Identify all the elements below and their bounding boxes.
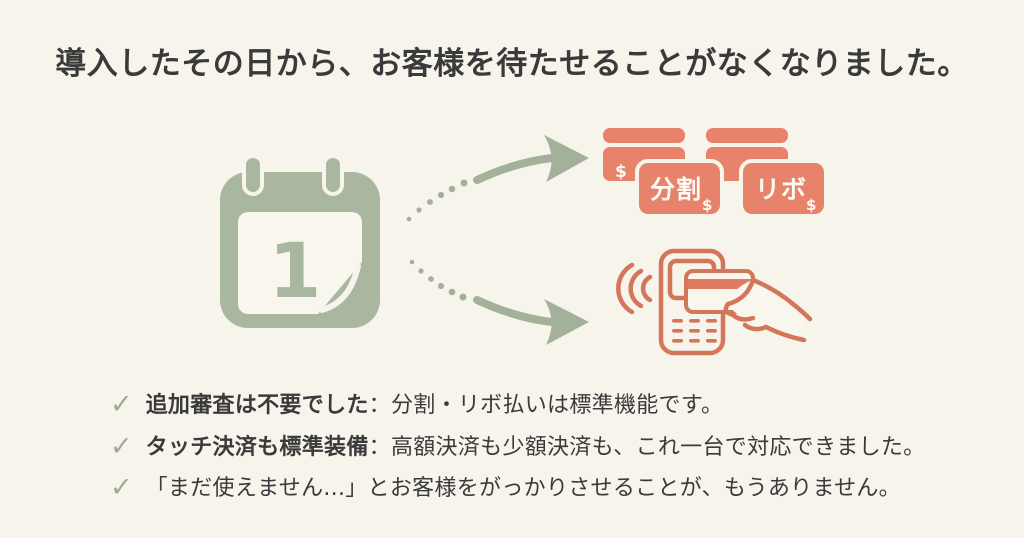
dollar-symbol: $	[806, 196, 816, 214]
page-curl	[319, 263, 361, 313]
terminal-keypad	[672, 319, 717, 343]
checklist-item-text: 「まだ使えません...」とお客様をがっかりさせることが、もうありません。	[146, 475, 901, 504]
calendar-ring-right	[322, 154, 344, 196]
revolving-label: リボ	[755, 175, 807, 204]
checklist-item-lead: タッチ決済も標準装備	[145, 435, 369, 460]
checklist-item-text: 追加審査は不要でした：分割・リボ払いは標準機能です。	[146, 392, 724, 421]
calendar-day-number: 1	[269, 226, 322, 315]
installment-label: 分割	[650, 175, 702, 204]
arrow-bottom-icon	[409, 259, 589, 345]
check-icon: ✓	[110, 389, 133, 420]
dollar-symbol: $	[702, 196, 712, 214]
front-card-revolving: リボ $	[739, 159, 828, 218]
checklist-item-text: タッチ決済も標準装備：高額決済も少額決済も、これ一台で対応できました。	[146, 434, 926, 463]
checklist-item-lead: 追加審査は不要でした	[145, 393, 369, 418]
front-card-installment: 分割 $	[635, 159, 724, 218]
checklist-item-1: ✓ 追加審査は不要でした：分割・リボ払いは標準機能です。	[110, 389, 724, 421]
check-icon: ✓	[110, 472, 133, 503]
dollar-symbol: $	[615, 162, 627, 182]
calendar-icon: 1	[220, 154, 380, 328]
page-title: 導入したその日から、お客様を待たせることがなくなりました。	[55, 46, 969, 82]
arrow-top-icon	[406, 135, 589, 222]
contactless-waves-icon	[616, 262, 653, 315]
checklist-item-rest: ：高額決済も少額決済も、これ一台で対応できました。	[368, 435, 926, 460]
credit-cards-icon: $ 分割 $ リボ $	[603, 128, 828, 218]
checklist-item-3: ✓ 「まだ使えません...」とお客様をがっかりさせることが、もうありません。	[110, 472, 901, 504]
hand-icon	[723, 277, 813, 343]
checklist-item-rest: 「まだ使えません...」とお客様をがっかりさせることが、もうありません。	[145, 476, 901, 501]
calendar-ring-left	[242, 154, 264, 196]
checklist-item-2: ✓ タッチ決済も標準装備：高額決済も少額決済も、これ一台で対応できました。	[110, 431, 926, 463]
check-icon: ✓	[110, 431, 133, 462]
checklist-item-rest: ：分割・リボ払いは標準機能です。	[368, 393, 724, 418]
